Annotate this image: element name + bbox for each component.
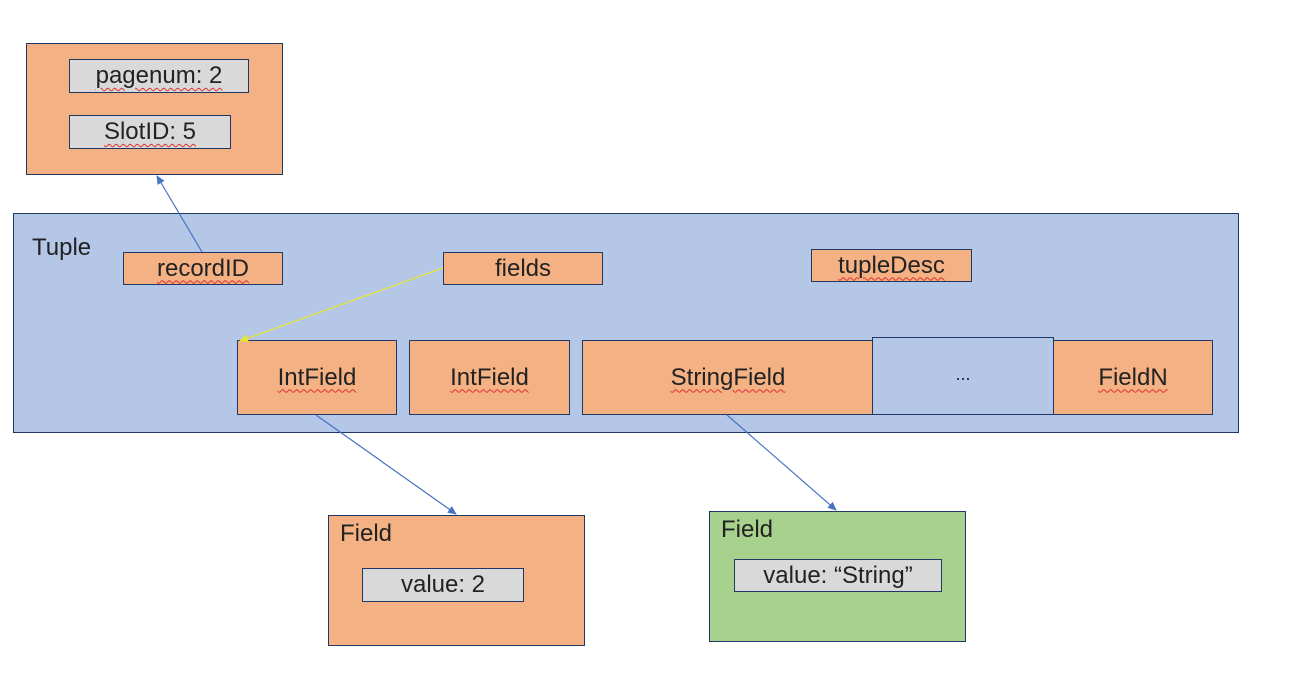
int-field-arrow: [315, 414, 457, 515]
string-value-box: value: “String”: [734, 559, 942, 592]
field-slot-intfield-1: IntField: [237, 340, 397, 415]
field-slot-intfield-2: IntField: [409, 340, 570, 415]
field-slot-stringfield: StringField: [582, 340, 874, 415]
int-value-label: value: 2: [400, 571, 486, 598]
pagenum-label: pagenum: 2: [95, 62, 223, 89]
int-field-object: Field value: 2: [328, 515, 585, 646]
int-field-title: Field: [340, 520, 393, 547]
fields-label: fields: [494, 254, 552, 282]
string-field-object: Field value: “String”: [709, 511, 966, 642]
tuple-desc-label: tupleDesc: [838, 251, 945, 279]
string-value-label: value: “String”: [763, 561, 913, 589]
field-slot-label: IntField: [450, 363, 529, 391]
pagenum-box: pagenum: 2: [69, 59, 249, 93]
field-slot-label: FieldN: [1098, 363, 1168, 391]
field-slot-label: ...: [955, 364, 971, 384]
record-id-object: pagenum: 2 SlotID: 5: [26, 43, 283, 175]
int-value-box: value: 2: [362, 568, 524, 602]
tuple-object: Tuple recordID fields tupleDesc IntField…: [13, 213, 1239, 433]
field-slot-fieldn: FieldN: [1053, 340, 1213, 415]
slotid-label: SlotID: 5: [103, 118, 197, 145]
record-id-member: recordID: [123, 252, 283, 285]
record-id-label: recordID: [156, 254, 250, 282]
field-slot-label: IntField: [277, 363, 357, 391]
fields-member: fields: [443, 252, 603, 285]
record-id-arrow: [156, 175, 203, 253]
tuple-title: Tuple: [32, 234, 92, 261]
fields-arrow: [239, 267, 444, 343]
string-field-title: Field: [721, 516, 774, 543]
slotid-box: SlotID: 5: [69, 115, 231, 149]
string-field-arrow: [726, 414, 837, 511]
tuple-desc-member: tupleDesc: [811, 249, 972, 282]
field-slot-ellipsis: ...: [872, 337, 1054, 415]
field-slot-label: StringField: [670, 363, 786, 391]
